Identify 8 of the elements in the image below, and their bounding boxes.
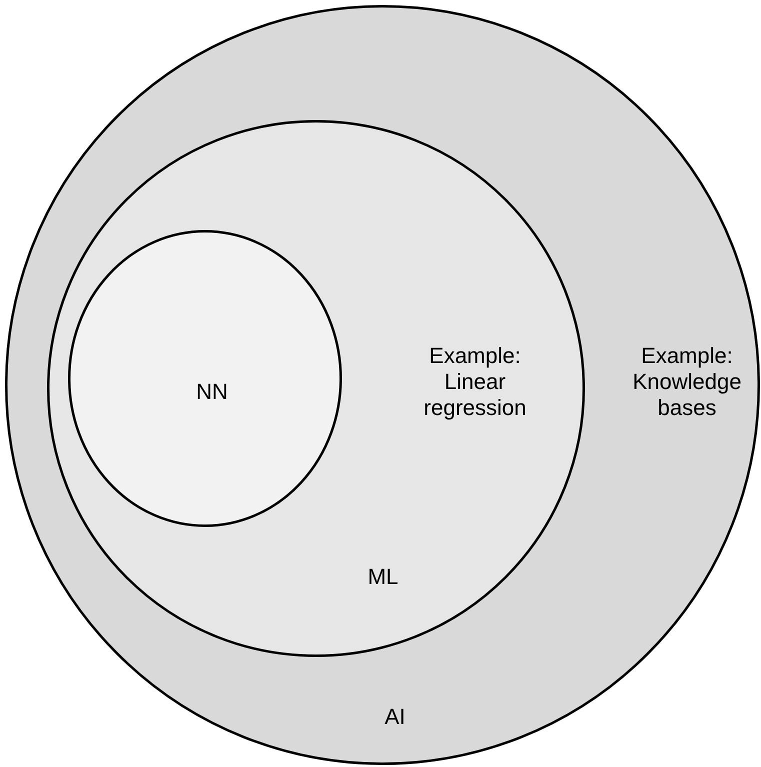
set-label: NN — [195, 379, 229, 405]
example-text: Example: Linear regression — [422, 343, 528, 421]
set-label: AI — [384, 704, 406, 730]
example-text: Example: Knowledge bases — [632, 343, 742, 421]
set-label: ML — [366, 564, 400, 590]
venn-circle — [68, 230, 342, 527]
venn-circle — [5, 5, 760, 765]
venn-circle — [47, 120, 585, 657]
